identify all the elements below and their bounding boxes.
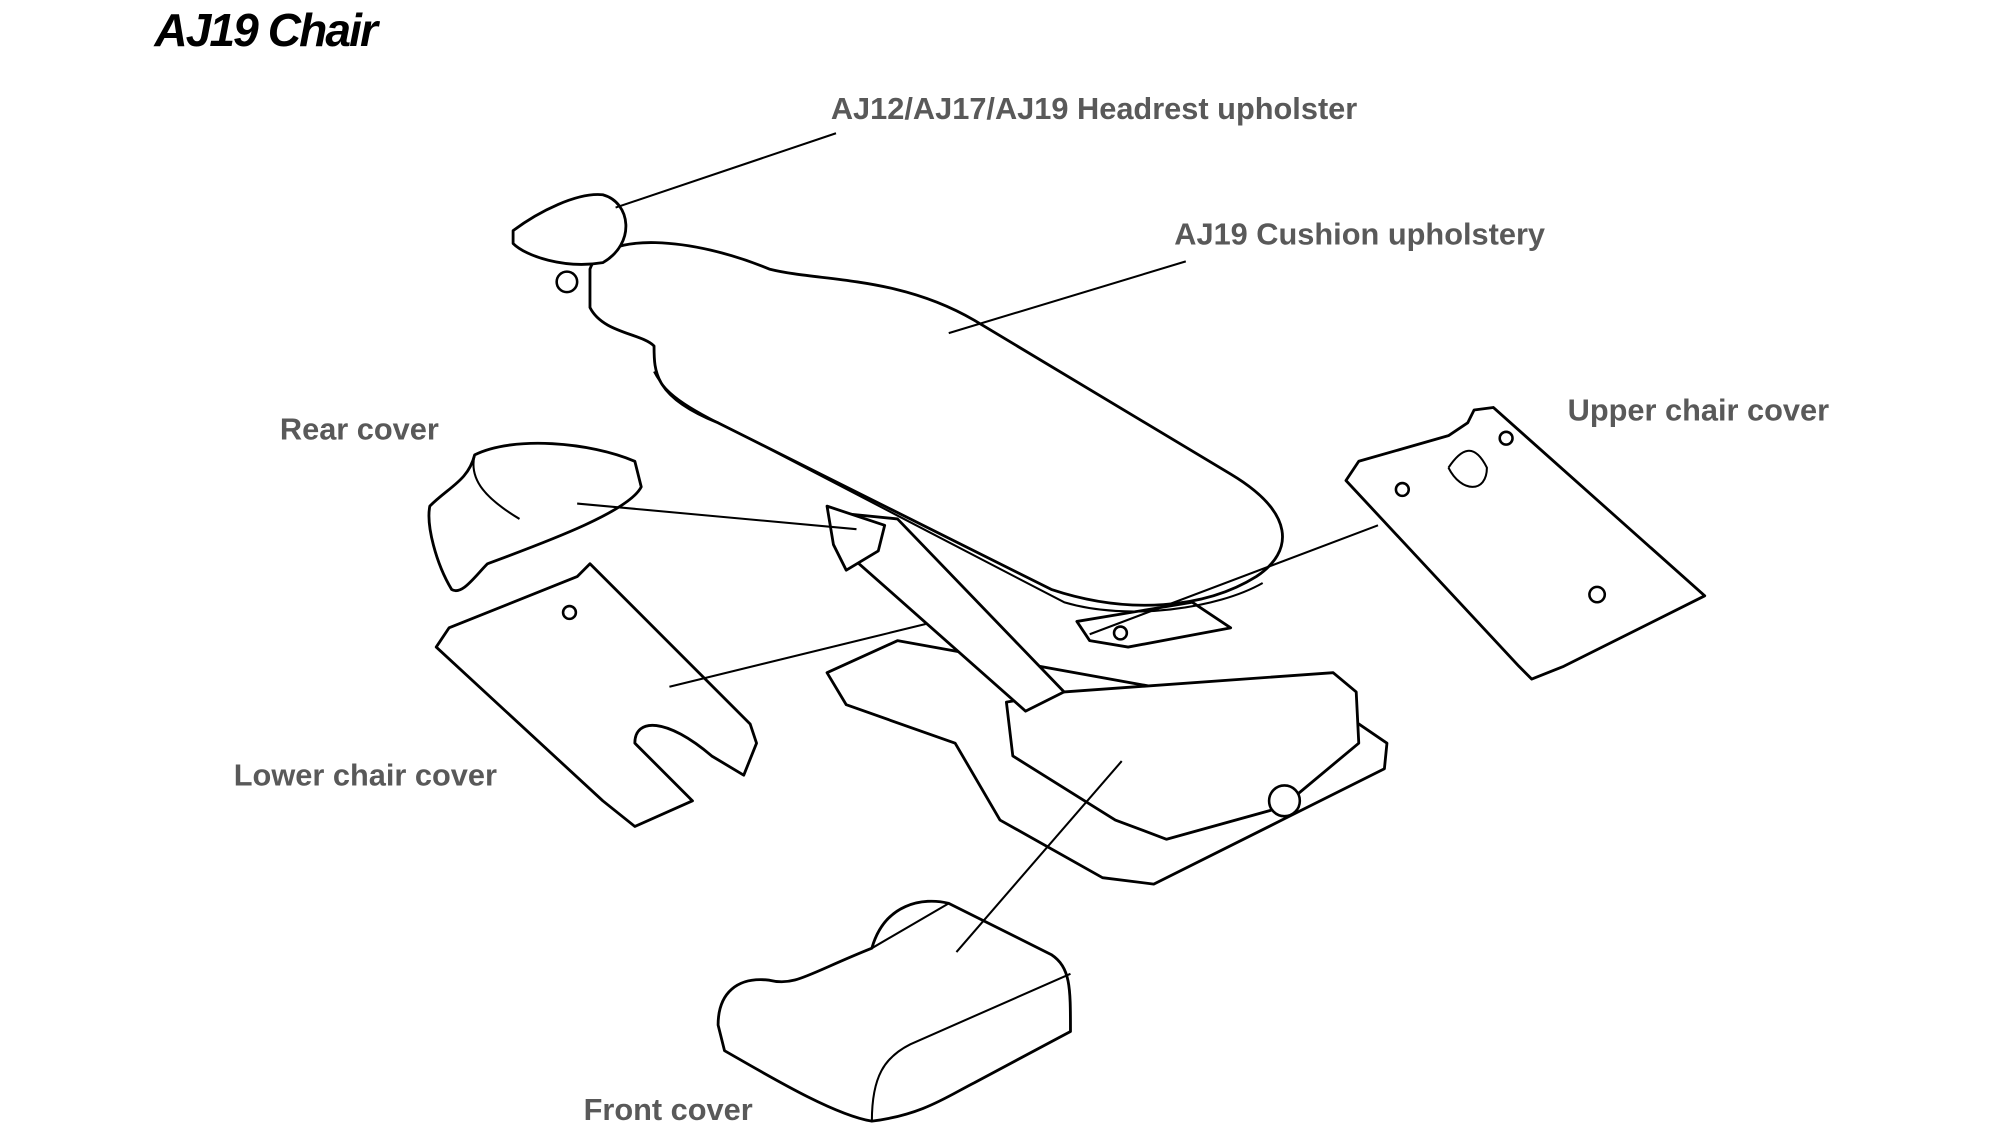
headrest-leader: [615, 132, 837, 209]
lower-chair-cover-label: Lower chair cover: [234, 757, 497, 792]
front-cover-leader: [955, 760, 1123, 953]
upper-chair-cover-label: Upper chair cover: [1568, 392, 1830, 427]
upper-chair-cover-leader: [1089, 524, 1379, 636]
headrest-label: AJ12/AJ17/AJ19 Headrest upholster: [831, 91, 1357, 126]
lower-chair-cover-part: [434, 562, 758, 828]
diagram-title: AJ19 Chair: [153, 4, 381, 56]
front-cover-label: Front cover: [584, 1092, 753, 1125]
headrest-upholster: [511, 193, 628, 266]
lower-chair-cover-leader: [669, 623, 926, 688]
cushion-leader: [948, 260, 1187, 335]
rear-cover-part: [427, 441, 643, 593]
upper-chair-cover-part: [1344, 406, 1707, 681]
front-cover-part: [716, 899, 1072, 1123]
rear-cover-label: Rear cover: [280, 411, 439, 446]
cushion-label: AJ19 Cushion upholstery: [1174, 217, 1545, 252]
chair-arm: [825, 504, 1233, 713]
rear-cover-leader: [577, 502, 857, 531]
chair-base: [825, 639, 1389, 886]
cushion-upholstery: [588, 241, 1284, 607]
